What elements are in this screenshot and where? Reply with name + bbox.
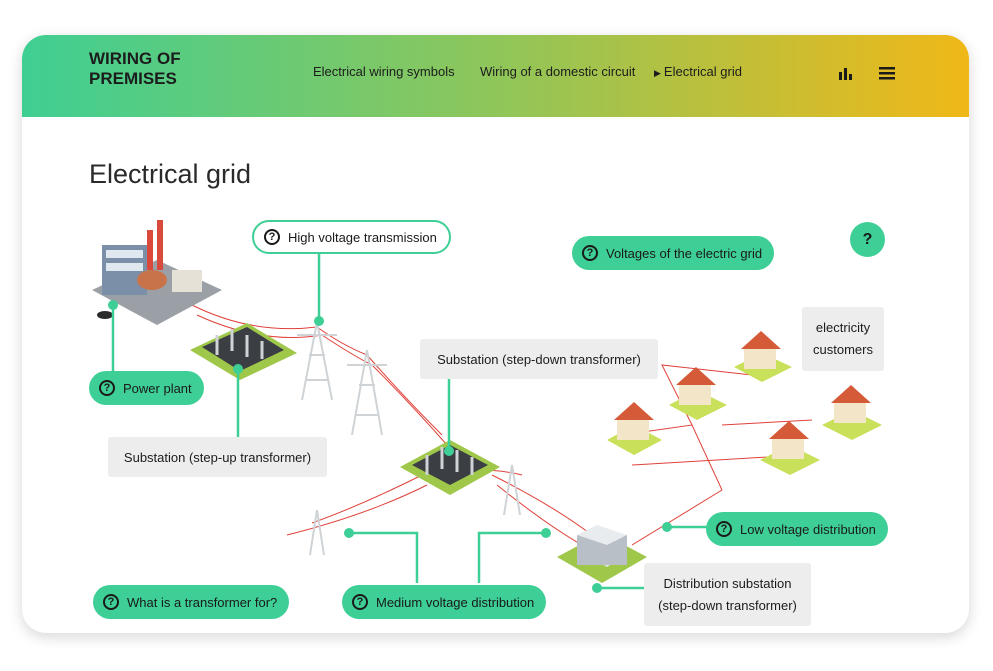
question-icon: ?: [99, 380, 115, 396]
nav-link-wiring-symbols[interactable]: Electrical wiring symbols: [313, 64, 455, 79]
main-card: WIRING OF PREMISES Electrical wiring sym…: [22, 35, 969, 633]
low-voltage-label: Low voltage distribution: [740, 521, 876, 537]
menu-icon[interactable]: [879, 66, 895, 80]
power-plant-button[interactable]: ? Power plant: [89, 371, 204, 405]
customers-label-line-2: customers: [813, 342, 873, 357]
question-icon: ?: [582, 245, 598, 261]
house-4: [760, 421, 820, 475]
high-voltage-label: High voltage transmission: [288, 229, 437, 245]
nav-current-label: Electrical grid: [663, 64, 742, 79]
step-up-substation-label: Substation (step-up transformer): [108, 437, 327, 477]
step-down-substation-illustration: [400, 440, 500, 495]
house-1: [607, 402, 662, 455]
voltages-label: Voltages of the electric grid: [606, 245, 763, 261]
house-3: [734, 331, 792, 382]
bar-chart-icon[interactable]: [837, 66, 853, 80]
low-voltage-distribution-button[interactable]: ? Low voltage distribution: [706, 512, 888, 546]
medium-voltage-distribution-button[interactable]: ? Medium voltage distribution: [342, 585, 547, 619]
power-plant-label: Power plant: [123, 380, 192, 396]
distribution-label-line-1: Distribution substation: [663, 575, 792, 591]
step-up-substation-illustration: [190, 323, 297, 380]
voltages-button[interactable]: ? Voltages of the electric grid: [572, 236, 775, 270]
question-icon: ?: [352, 594, 368, 610]
help-button[interactable]: ?: [850, 222, 885, 257]
page-title: Electrical grid: [89, 159, 252, 189]
distribution-substation-label: Distribution substation (step-down trans…: [644, 563, 811, 626]
question-icon: ?: [264, 229, 280, 245]
pylon-1: [297, 321, 337, 401]
power-plant-illustration: [92, 220, 222, 325]
callout-connectors: [111, 254, 708, 590]
nav-current-page: ▶Electrical grid: [654, 64, 742, 79]
question-icon: ?: [716, 521, 732, 537]
step-down-substation-label: Substation (step-down transformer): [420, 339, 658, 379]
house-2: [669, 367, 727, 420]
question-icon: ?: [103, 594, 119, 610]
brand-title[interactable]: WIRING OF PREMISES: [89, 49, 181, 89]
high-voltage-transmission-button[interactable]: ? High voltage transmission: [252, 220, 451, 254]
pylon-3: [309, 464, 521, 556]
distribution-label-line-2: (step-down transformer): [658, 597, 797, 613]
pylon-2: [347, 349, 387, 436]
nav-link-domestic-circuit[interactable]: Wiring of a domestic circuit: [480, 64, 636, 79]
brand-line-1: WIRING OF: [89, 49, 181, 68]
callout-dots: [108, 300, 672, 593]
medium-voltage-label: Medium voltage distribution: [376, 594, 535, 610]
distribution-substation-illustration: [557, 525, 647, 583]
transformer-info-label: What is a transformer for?: [127, 594, 278, 610]
header-bar: WIRING OF PREMISES Electrical wiring sym…: [22, 35, 969, 117]
house-5: [822, 385, 882, 440]
grid-diagram: [92, 220, 882, 593]
transformer-info-button[interactable]: ? What is a transformer for?: [93, 585, 290, 619]
customers-label: electricity customers: [802, 307, 884, 371]
caret-right-icon: ▶: [654, 68, 661, 78]
customers-label-line-1: electricity: [815, 320, 871, 335]
brand-line-2: PREMISES: [89, 69, 177, 88]
